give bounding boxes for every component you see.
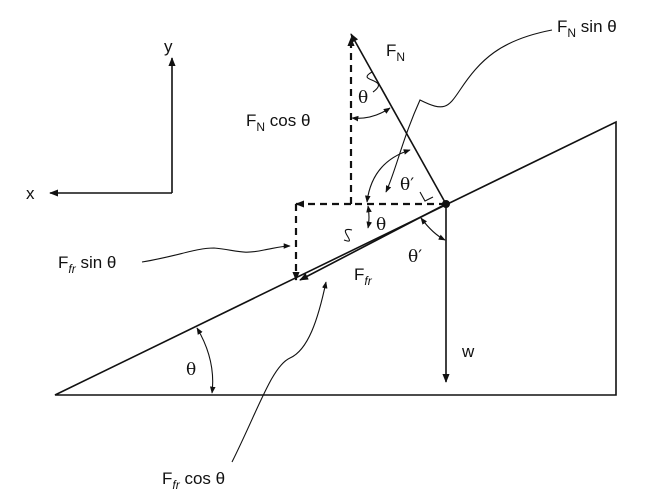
angle-arc-theta-prime-upper xyxy=(365,149,411,203)
label-fn-sin-theta: FN sin θ xyxy=(557,17,617,40)
label-theta-ffr: θ xyxy=(376,215,386,235)
label-ffr-sin-theta: Ffr sin θ xyxy=(58,253,116,276)
label-weight: w xyxy=(461,342,475,361)
squiggle-ffr xyxy=(343,228,353,242)
label-theta-prime-upper: θ′ xyxy=(400,175,414,195)
friction-force-arrow xyxy=(299,203,447,281)
label-ffr: Ffr xyxy=(354,265,373,288)
leader-ffr-sin xyxy=(141,243,291,263)
label-fn-cos-theta: FN cos θ xyxy=(246,111,310,134)
label-ffr-cos-theta: Ffr cos θ xyxy=(162,469,225,492)
normal-force-arrow xyxy=(350,33,447,205)
squiggle-fn-theta xyxy=(366,71,380,93)
angle-arc-fn-theta xyxy=(351,107,391,122)
right-angle-marker xyxy=(419,191,434,202)
label-theta-fn: θ xyxy=(358,88,368,108)
label-theta-incline: θ xyxy=(186,360,196,380)
label-theta-prime-lower: θ′ xyxy=(408,247,422,267)
angle-arc-ffr-theta xyxy=(366,205,372,229)
angle-arc-incline-theta xyxy=(196,327,216,394)
x-axis-label: x xyxy=(26,184,35,203)
inclined-plane xyxy=(54,120,617,396)
y-axis-label: y xyxy=(164,37,173,56)
leader-ffr-cos xyxy=(231,281,328,463)
coordinate-axes: y x xyxy=(26,37,176,203)
leader-fn-sin xyxy=(385,29,553,193)
label-fn: FN xyxy=(386,41,405,64)
angle-arc-theta-prime-lower xyxy=(420,217,446,241)
